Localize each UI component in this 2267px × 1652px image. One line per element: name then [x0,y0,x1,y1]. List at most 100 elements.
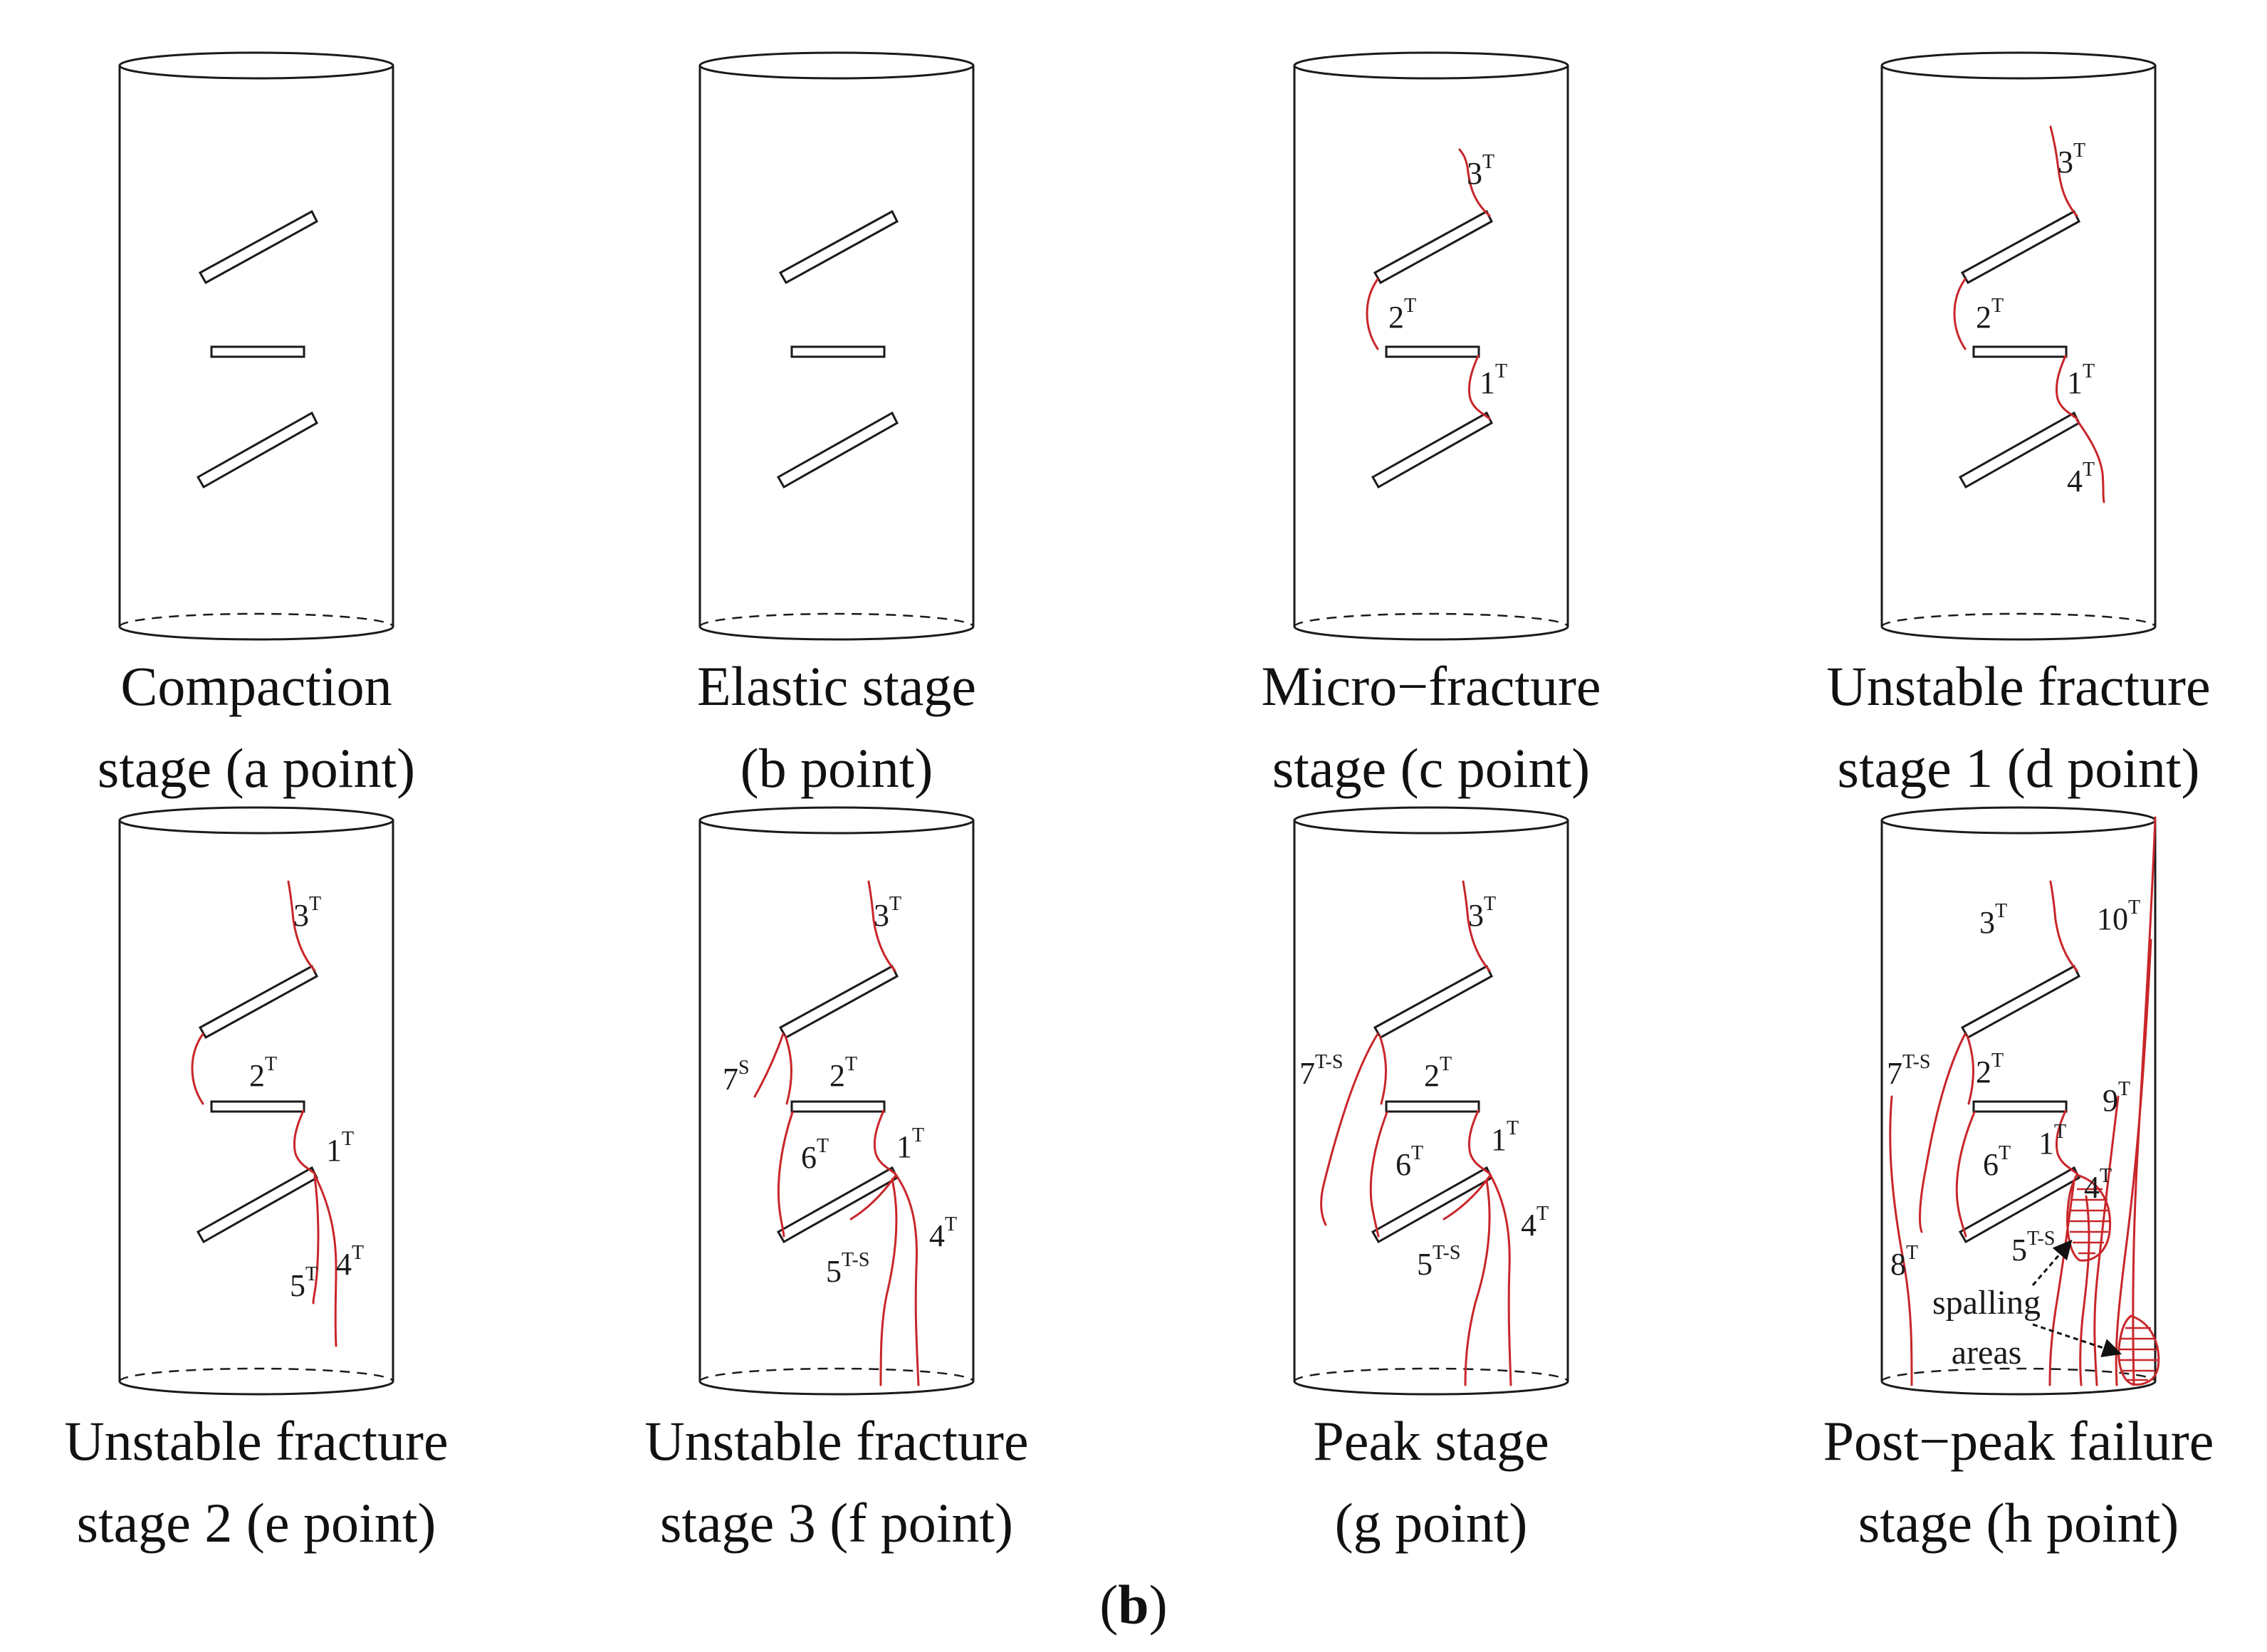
crack-4 [2075,419,2105,503]
pre-existing-flaws [776,209,899,489]
crack-2 [784,1035,792,1105]
crack-1 [2055,1109,2078,1175]
crack-3 [2049,125,2078,217]
crack-label-1: 1T [1480,360,1507,400]
crack-7 [1919,1032,1967,1233]
crack-label-5: 5T-S [2011,1228,2055,1267]
crack-label-4: 4T [2084,1165,2112,1205]
crack-label-10: 10T [2097,896,2140,936]
crack-label-2: 2T [249,1053,277,1093]
crack-5 [1464,1179,1491,1386]
crack-4 [313,1173,337,1347]
panel-unstable-fracture-1: 3T 2T 1T 4T Unstable fracture stage 1 (d… [1826,51,2211,799]
panel-peak: 3T 7T-S 2T 6T 1T 4T 5T-S Peak stage (g p… [1293,806,1569,1554]
crack-9 [2093,1095,2120,1386]
crack-label-3: 3T [293,893,321,933]
caption-line-2: stage (h point) [1858,1492,2179,1554]
crack-label-7: 7T-S [1299,1051,1343,1091]
crack-3 [867,880,896,972]
crack-1 [2055,355,2078,420]
caption-line-1: Peak stage [1313,1410,1549,1472]
cylinder-specimen [1880,51,2157,641]
crack-3 [2049,880,2078,972]
cracks [191,880,337,1347]
caption-line-2: stage (a point) [98,737,415,799]
cylinder-specimen [1293,51,1569,641]
pre-existing-flaws [196,964,318,1244]
crack-label-2: 2T [1976,1050,2004,1089]
crack-7 [753,1032,785,1098]
crack-labels: 3T 10T 7T-S 2T 9T 6T 1T 4T 8T 5T-S [1887,896,2140,1282]
spalling-area-2 [2117,1314,2160,1386]
crack-4 [1488,1172,1512,1386]
cylinder-specimen [698,51,975,641]
crack-label-4: 4T [2067,459,2095,498]
pre-existing-flaws [1371,209,1493,489]
crack-label-7: 7T-S [1887,1051,1930,1091]
crack-6 [1955,1111,1976,1238]
crack-5 [2048,1179,2075,1386]
crack-label-6: 6T [801,1135,829,1175]
crack-2 [1953,278,1967,350]
panel-elastic: Elastic stage (b point) [697,51,976,799]
crack-labels: 3T 7S 2T 6T 1T 4T 5T-S [723,893,957,1289]
arrow-to-spalling-1 [2031,1239,2073,1286]
crack-labels: 3T 2T 1T 5T 4T [249,893,364,1303]
crack-6 [777,1111,794,1238]
cracks [753,880,920,1386]
crack-2 [1378,1035,1387,1105]
crack-2 [191,1032,204,1105]
cylinder-specimen [698,806,975,1396]
caption-line-2: stage 1 (d point) [1837,737,2199,799]
crack-3 [287,880,316,972]
panel-unstable-fracture-3: 3T 7S 2T 6T 1T 4T 5T-S Unstable fracture… [644,806,1029,1554]
crack-label-1: 1T [326,1128,354,1168]
crack-1 [873,1109,896,1175]
panel-compaction: Compaction stage (a point) [98,51,415,799]
caption-line-1: Compaction [120,655,392,717]
cracks [1320,880,1512,1386]
panel-unstable-fracture-2: 3T 2T 1T 5T 4T Unstable fracture stage 2… [64,806,449,1554]
crack-1 [1467,355,1491,420]
caption-line-2: stage 3 (f point) [660,1492,1013,1554]
cracks [1953,125,2105,503]
pre-existing-flaws [1371,964,1493,1244]
crack-5 [312,1175,320,1305]
pre-existing-flaws [1958,964,2080,1244]
cracks [1366,148,1491,420]
pre-existing-flaws [1958,209,2080,489]
caption-line-1: Elastic stage [697,655,976,717]
spalling-annotation: spalling areas [1932,1239,2122,1371]
crack-label-6: 6T [1983,1142,2011,1182]
crack-label-7: 7S [723,1057,750,1097]
arrow-to-spalling-2 [2032,1323,2122,1357]
crack-label-1: 1T [1491,1117,1519,1157]
figure-label: (b) [1099,1574,1167,1636]
caption-line-1: Micro−fracture [1261,655,1601,717]
crack-label-3: 3T [1467,151,1494,191]
crack-label-4: 4T [336,1242,364,1282]
crack-10-b [2115,939,2152,1386]
crack-label-1: 1T [2067,360,2095,400]
crack-1 [293,1109,316,1175]
cracks [1889,816,2160,1386]
cylinder-specimen [118,806,394,1396]
cylinder-specimen [1293,806,1569,1396]
crack-label-4: 4T [1521,1203,1549,1243]
crack-label-6: 6T [1396,1142,1423,1182]
crack-labels: 3T 7T-S 2T 6T 1T 4T 5T-S [1299,893,1549,1282]
spalling-hatch [2070,1188,2157,1381]
caption-line-1: Unstable fracture [1826,655,2210,717]
crack-labels: 3T 2T 1T 4T [1976,140,2095,498]
crack-label-2: 2T [1424,1053,1452,1093]
crack-label-2: 2T [1976,295,2004,335]
crack-5-b [2079,1195,2090,1386]
crack-label-4: 4T [929,1213,957,1253]
crack-6 [1369,1111,1388,1238]
crack-labels: 3T 2T 1T [1388,151,1507,400]
crack-7 [1320,1032,1379,1226]
caption-line-2: (b point) [740,737,933,799]
crack-4 [894,1172,920,1386]
crack-2 [1366,278,1379,350]
